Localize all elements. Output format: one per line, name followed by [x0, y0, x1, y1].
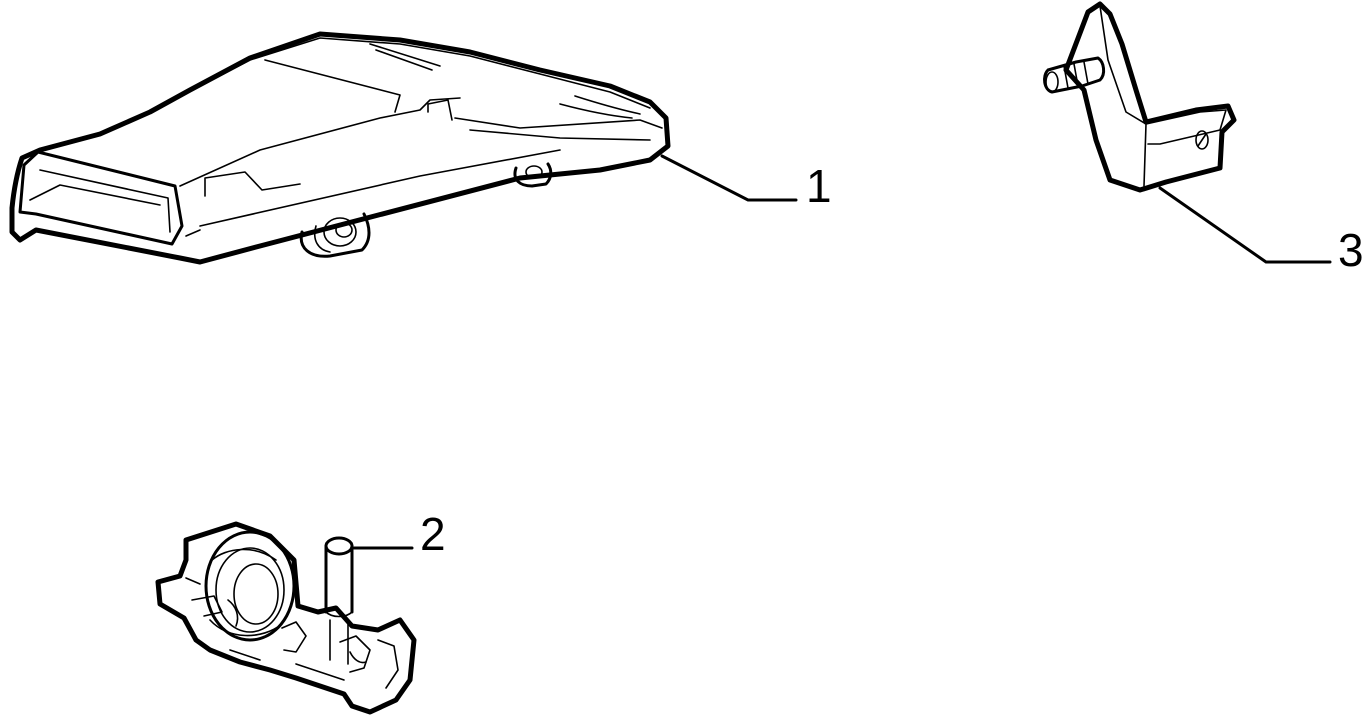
part-3-angle-bracket — [1043, 1, 1332, 264]
part-1-rear-boss — [513, 162, 553, 188]
callout-3: 3 — [1338, 224, 1364, 276]
callout-2: 2 — [420, 508, 446, 560]
part-3-stud — [1043, 56, 1106, 94]
part-3-leader-line — [1158, 186, 1332, 264]
part-2-pin — [324, 536, 354, 665]
part-1-leader-line — [660, 154, 798, 202]
part-1-bottom-boss — [299, 212, 371, 258]
callout-1: 1 — [806, 160, 832, 212]
part-1-duct-cover — [9, 31, 798, 265]
part-2-clip-bracket — [155, 521, 417, 715]
